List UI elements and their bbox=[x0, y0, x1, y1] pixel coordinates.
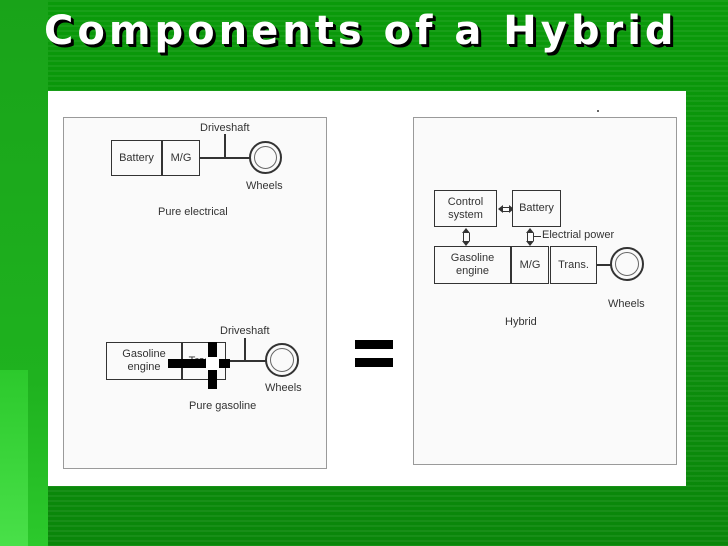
wheel-icon bbox=[249, 141, 282, 174]
control-system-label: Control system bbox=[447, 195, 484, 221]
left-diagram: Battery M/G Driveshaft Wheels Pure elect… bbox=[63, 117, 327, 469]
wheel-icon-gas bbox=[265, 343, 299, 377]
arrow-up-engine bbox=[462, 228, 470, 233]
wheels-label: Wheels bbox=[246, 180, 283, 192]
battery-box: Battery bbox=[111, 140, 162, 176]
arrow-down-mg bbox=[526, 241, 534, 246]
control-battery-link bbox=[502, 207, 509, 212]
driveshaft-line-hybrid bbox=[597, 264, 611, 266]
pure-gasoline-caption: Pure gasoline bbox=[189, 400, 257, 412]
driveshaft-line-gas bbox=[226, 360, 266, 362]
wheels-label-hybrid: Wheels bbox=[608, 298, 645, 310]
gasoline-engine-label-hybrid: Gasoline engine bbox=[450, 252, 495, 277]
mg-label: M/G bbox=[170, 151, 192, 164]
battery-label: Battery bbox=[119, 151, 154, 164]
driveshaft-line bbox=[200, 157, 250, 159]
driveshaft-pointer-gas bbox=[244, 338, 246, 360]
arrow-down-engine bbox=[462, 241, 470, 246]
diagram-panel: Battery M/G Driveshaft Wheels Pure elect… bbox=[48, 91, 686, 486]
driveshaft-pointer bbox=[224, 134, 226, 157]
right-diagram: Control system Battery Electrial power G… bbox=[413, 117, 677, 465]
electrical-power-pointer bbox=[533, 236, 541, 238]
arrow-up-mg bbox=[526, 228, 534, 233]
left-accent-band-lower bbox=[0, 370, 28, 546]
driveshaft-label: Driveshaft bbox=[200, 122, 250, 134]
pure-electrical-caption: Pure electrical bbox=[158, 206, 228, 218]
plus-sign-center bbox=[206, 357, 219, 370]
gasoline-engine-box-hybrid: Gasoline engine bbox=[434, 246, 511, 284]
electrical-power-label: Electrial power bbox=[542, 229, 615, 241]
control-system-box: Control system bbox=[434, 190, 497, 227]
hybrid-caption: Hybrid bbox=[505, 316, 537, 328]
driveshaft-label-gas: Driveshaft bbox=[220, 325, 270, 337]
battery-label-hybrid: Battery bbox=[519, 202, 554, 214]
stray-dot bbox=[597, 110, 599, 112]
mg-label-hybrid: M/G bbox=[519, 258, 541, 271]
slide-title: Components of a Hybrid bbox=[44, 8, 678, 54]
wheels-label-gas: Wheels bbox=[265, 382, 302, 394]
control-engine-link bbox=[463, 233, 470, 241]
equals-sign-top bbox=[355, 340, 393, 349]
plus-sign-horizontal bbox=[168, 359, 230, 368]
mg-box-hybrid: M/G bbox=[511, 246, 549, 284]
battery-box-hybrid: Battery bbox=[512, 190, 561, 227]
wheel-icon-hybrid bbox=[610, 247, 644, 281]
arrow-right bbox=[509, 205, 514, 213]
gasoline-engine-label: Gasoline engine bbox=[122, 348, 166, 373]
equals-sign-bottom bbox=[355, 358, 393, 367]
trans-box-hybrid: Trans. bbox=[550, 246, 597, 284]
trans-label-hybrid: Trans. bbox=[558, 258, 589, 271]
mg-box: M/G bbox=[162, 140, 200, 176]
arrow-left bbox=[498, 205, 503, 213]
